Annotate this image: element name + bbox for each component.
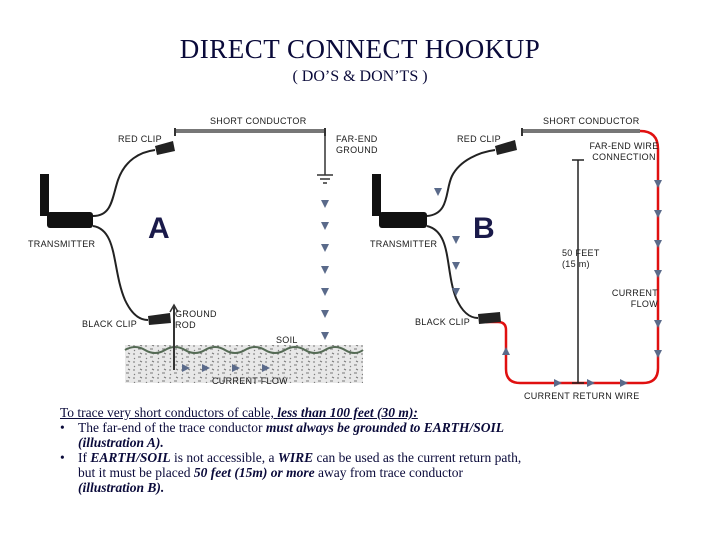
note-1-text: The far-end of the trace conductor (78, 420, 266, 435)
black-clip-b (478, 312, 501, 324)
black-lead-b (426, 225, 479, 319)
page-title: DIRECT CONNECT HOOKUP (179, 34, 541, 64)
label-illustration-a: A (148, 212, 170, 245)
red-lead-a (92, 149, 156, 217)
label-red-clip-b: RED CLIP (457, 134, 501, 144)
page-subtitle: ( DO’S & DON’TS ) (292, 68, 428, 85)
label-current-flow-b: CURRENT FLOW (611, 288, 658, 309)
label-short-conductor-a: SHORT CONDUCTOR (210, 116, 307, 126)
note-1-continuation: (illustration A). (78, 435, 164, 450)
return-wire-arrows (502, 180, 662, 387)
label-far-end-ground: FAR-END GROUND (336, 134, 378, 155)
notes-heading: To trace very short conductors of cable,… (60, 405, 700, 420)
bullet-2: • (60, 450, 65, 465)
label-ground-rod: GROUND ROD (175, 309, 217, 330)
hookup-diagram (40, 128, 662, 387)
soil-grass (124, 346, 364, 354)
note-2-distance: 50 feet (15m) or more (193, 465, 315, 480)
red-clip-b (495, 140, 517, 155)
label-soil: SOIL (276, 335, 298, 345)
illustration-b (372, 128, 662, 387)
label-red-clip-a: RED CLIP (118, 134, 162, 144)
red-lead-b (426, 149, 496, 217)
note-1-emphasis: must always be grounded to EARTH/SOIL (265, 420, 505, 435)
black-clip-a (148, 313, 171, 325)
notes-list: • The far-end of the trace conductor mus… (60, 420, 700, 495)
note-2-part-a: If (78, 450, 91, 465)
current-return-wire (486, 129, 660, 385)
current-flow-arrows-b (434, 188, 460, 296)
transmitter-a (40, 174, 93, 228)
transmitter-b (372, 174, 427, 228)
bullet-1: • (60, 420, 65, 435)
current-flow-arrows-left (182, 364, 270, 372)
black-lead-a (92, 225, 149, 321)
label-transmitter-a: TRANSMITTER (28, 239, 96, 249)
note-item-1: • The far-end of the trace conductor mus… (60, 420, 700, 450)
label-fifty-feet: 50 FEET (15 m) (562, 248, 600, 269)
notes-heading-text: To trace very short conductors of cable, (60, 405, 278, 420)
label-illustration-b: B (473, 212, 495, 245)
note-2-earth-soil: EARTH/SOIL (90, 450, 171, 465)
notes-heading-emphasis: less than 100 feet (30 m): (277, 405, 418, 420)
note-2-wire: WIRE (277, 450, 314, 465)
label-black-clip-b: BLACK CLIP (415, 317, 471, 327)
label-current-return-wire: CURRENT RETURN WIRE (524, 391, 640, 401)
note-2-line2-a: but it must be placed (78, 465, 194, 480)
current-flow-arrows-a (321, 200, 329, 340)
label-short-conductor-b: SHORT CONDUCTOR (543, 116, 640, 126)
red-clip-a (155, 141, 175, 155)
note-2-line3: (illustration B). (78, 480, 165, 495)
note-2-part-e: can be used as the current return path, (313, 450, 522, 465)
label-far-end-wire-connection: FAR-END WIRE CONNECTION (589, 141, 659, 162)
note-2-part-c: is not accessible, a (170, 450, 278, 465)
illustration-a (40, 128, 364, 383)
note-item-2: • If EARTH/SOIL is not accessible, a WIR… (60, 450, 700, 495)
label-black-clip-a: BLACK CLIP (82, 319, 138, 329)
note-2-line2-c: away from trace conductor (314, 465, 464, 480)
label-transmitter-b: TRANSMITTER (370, 239, 438, 249)
label-current-flow-a: CURRENT FLOW (212, 376, 288, 386)
notes-section: To trace very short conductors of cable,… (60, 405, 700, 495)
